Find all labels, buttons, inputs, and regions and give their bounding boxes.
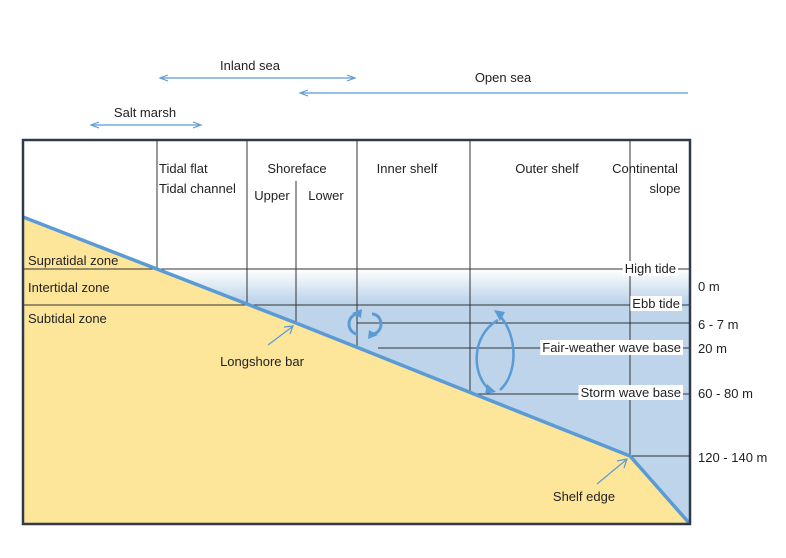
storm-wave-base-label: Storm wave base	[581, 385, 681, 400]
diagram-frame	[21, 138, 692, 526]
intertidal-zone-label: Intertidal zone	[28, 280, 110, 295]
level-label-background	[578, 385, 683, 400]
inland-sea-label: Inland sea	[220, 58, 281, 73]
depth-20m-label: 20 m	[698, 341, 727, 356]
wave-circulation-large-icon	[475, 315, 515, 391]
high-tide-label: High tide	[625, 261, 676, 276]
supratidal-zone-label: Supratidal zone	[28, 253, 118, 268]
level-label-background	[622, 261, 678, 276]
shoreface-header: Shoreface	[267, 161, 326, 176]
water-body	[155, 269, 690, 524]
ebb-tide-label: Ebb tide	[632, 296, 680, 311]
subtidal-zone-label: Subtidal zone	[28, 311, 107, 326]
wave-circulation-large-arrowheads	[485, 310, 505, 394]
open-sea-label: Open sea	[475, 70, 532, 85]
wave-circulation-small-icon	[347, 312, 383, 336]
fair-weather-wave-base-label: Fair-weather wave base	[542, 340, 681, 355]
callout-pointers	[267, 325, 628, 485]
seafloor-profile	[22, 215, 692, 526]
tidal-flat-header: Tidal flat	[159, 161, 208, 176]
wave-circulation-small-arrowheads	[352, 309, 378, 339]
depth-6-7m-label: 6 - 7 m	[698, 317, 738, 332]
level-label-background	[630, 296, 682, 311]
depth-120-140m-label: 120 - 140 m	[698, 450, 767, 465]
inner-shelf-header: Inner shelf	[377, 161, 438, 176]
salt-marsh-label: Salt marsh	[114, 105, 176, 120]
outer-shelf-header: Outer shelf	[515, 161, 579, 176]
depth-60-80m-label: 60 - 80 m	[698, 386, 753, 401]
continental-header: Continental	[612, 161, 678, 176]
level-label-backgrounds	[540, 261, 683, 400]
shelf-edge-label: Shelf edge	[553, 489, 615, 504]
lower-shoreface-header: Lower	[308, 188, 344, 203]
level-label-background	[540, 340, 683, 355]
depth-0m-label: 0 m	[698, 279, 720, 294]
sediment-body	[23, 217, 690, 524]
tidal-channel-header: Tidal channel	[159, 181, 236, 196]
longshore-bar-label: Longshore bar	[220, 354, 305, 369]
range-arrows	[89, 74, 688, 129]
slope-header: slope	[649, 181, 680, 196]
upper-shoreface-header: Upper	[254, 188, 290, 203]
